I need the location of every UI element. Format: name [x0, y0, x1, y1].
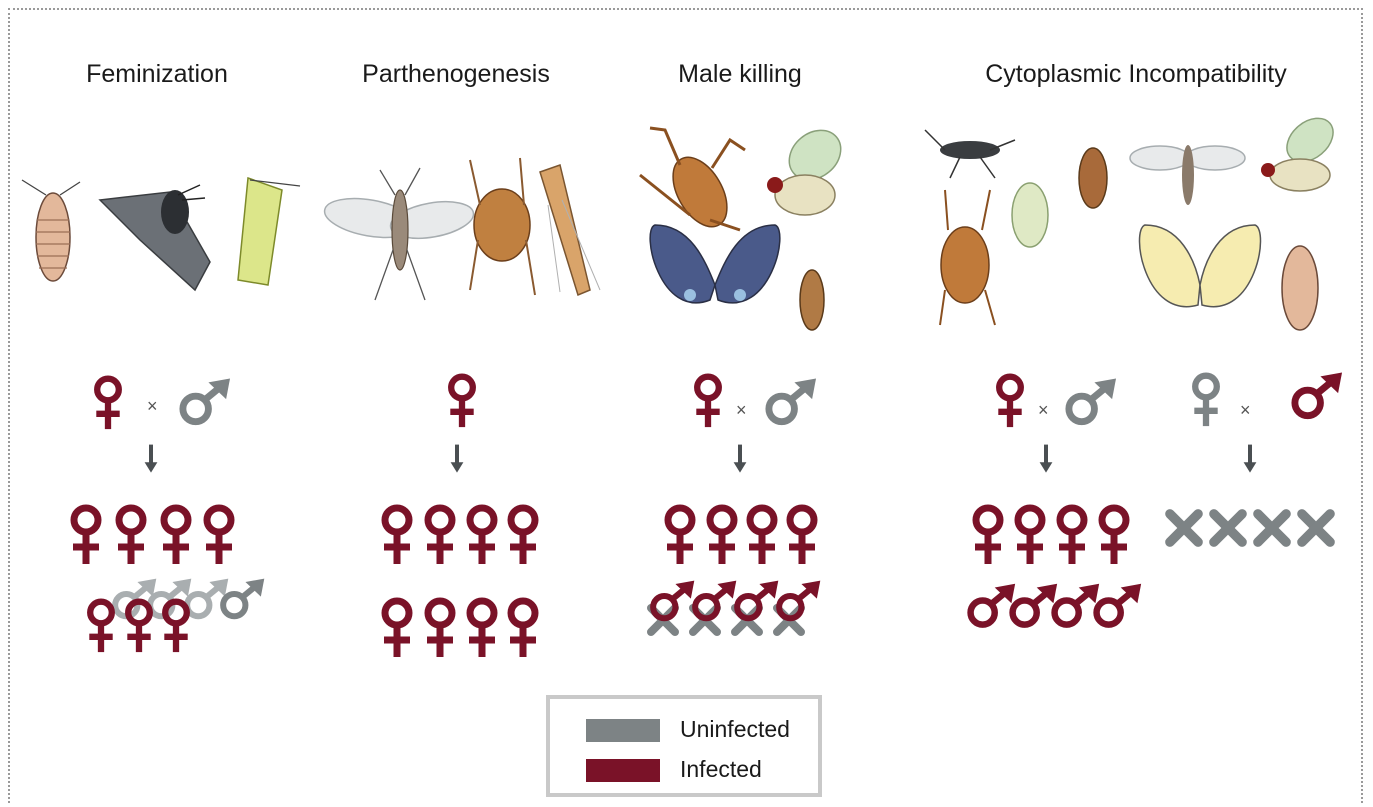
butterfly-illustration	[650, 225, 780, 303]
female-offspring-infected	[206, 508, 232, 564]
female-offspring-infected	[709, 508, 735, 564]
legend: Uninfected Infected	[546, 695, 822, 797]
female-offspring-infected	[163, 508, 189, 564]
down-arrow-icon	[1040, 445, 1053, 473]
legend-swatch-infected	[586, 759, 660, 782]
female-symbol-infected	[96, 379, 119, 429]
male-offspring-feminized	[223, 579, 264, 617]
female-offspring-infected	[384, 508, 410, 564]
thrips-illustration	[540, 165, 600, 295]
female-symbol-infected	[696, 377, 719, 427]
female-offspring-infected	[118, 508, 144, 564]
woodlouse-illustration	[1282, 246, 1318, 330]
cross-symbol: ×	[736, 400, 747, 420]
legend-label-infected: Infected	[680, 756, 762, 783]
female-offspring-infected	[749, 508, 775, 564]
down-arrow-icon	[145, 445, 158, 473]
female-offspring-infected	[1059, 508, 1085, 564]
female-symbol-infected	[998, 377, 1021, 427]
male-offspring-infected	[1097, 584, 1142, 625]
female-offspring-infected	[469, 508, 495, 564]
female-offspring-infected	[384, 601, 410, 657]
down-arrow-icon	[451, 445, 464, 473]
pseudoscorpion-illustration	[640, 128, 745, 236]
down-arrow-icon	[1244, 445, 1257, 473]
mite-illustration	[940, 190, 995, 325]
cross-symbol: ×	[1038, 400, 1049, 420]
beetle-illustration	[800, 270, 824, 330]
legend-swatch-uninfected	[586, 719, 660, 742]
male-offspring-infected	[1013, 584, 1058, 625]
fruit-fly-illustration	[767, 120, 851, 215]
female-offspring-infected	[1017, 508, 1043, 564]
fruit-fly-illustration	[1261, 109, 1341, 191]
no-offspring-cross-icon	[1302, 514, 1330, 542]
cross-symbol: ×	[1240, 400, 1251, 420]
moth-illustration	[100, 185, 210, 290]
woodlouse-illustration	[22, 180, 80, 281]
wasp-illustration	[1130, 145, 1245, 205]
no-offspring-cross-icon	[1170, 514, 1198, 542]
female-offspring-infected	[667, 508, 693, 564]
male-offspring-infected	[971, 584, 1016, 625]
female-symbol-infected	[450, 377, 473, 427]
no-offspring-cross-icon	[1258, 514, 1286, 542]
down-arrow-icon	[734, 445, 747, 473]
female-offspring-infected	[510, 601, 536, 657]
cross-symbol: ×	[147, 396, 158, 416]
leafhopper-illustration	[1012, 183, 1048, 247]
male-symbol-uninfected	[1069, 378, 1116, 421]
female-offspring-infected	[427, 508, 453, 564]
female-offspring-infected	[469, 601, 495, 657]
leafhopper-illustration	[238, 178, 300, 285]
female-offspring-infected	[427, 601, 453, 657]
mite-illustration	[470, 158, 535, 295]
female-offspring-infected	[789, 508, 815, 564]
female-offspring-infected	[73, 508, 99, 564]
female-offspring-feminized	[89, 602, 112, 652]
female-symbol-uninfected	[1194, 376, 1217, 426]
female-offspring-infected	[1101, 508, 1127, 564]
female-offspring-feminized	[164, 602, 187, 652]
no-offspring-cross-icon	[1214, 514, 1242, 542]
male-symbol-uninfected	[769, 378, 816, 421]
beetle-illustration	[1079, 148, 1107, 208]
wasp-illustration	[322, 168, 477, 300]
female-offspring-infected	[975, 508, 1001, 564]
male-offspring-infected	[1055, 584, 1100, 625]
butterfly-illustration	[1139, 225, 1260, 307]
male-symbol-uninfected	[183, 378, 230, 421]
legend-label-uninfected: Uninfected	[680, 716, 790, 743]
male-symbol-infected	[1295, 372, 1342, 415]
cricket-illustration	[925, 130, 1015, 178]
symbols-layer: × × × ×	[73, 372, 1342, 657]
female-offspring-infected	[510, 508, 536, 564]
